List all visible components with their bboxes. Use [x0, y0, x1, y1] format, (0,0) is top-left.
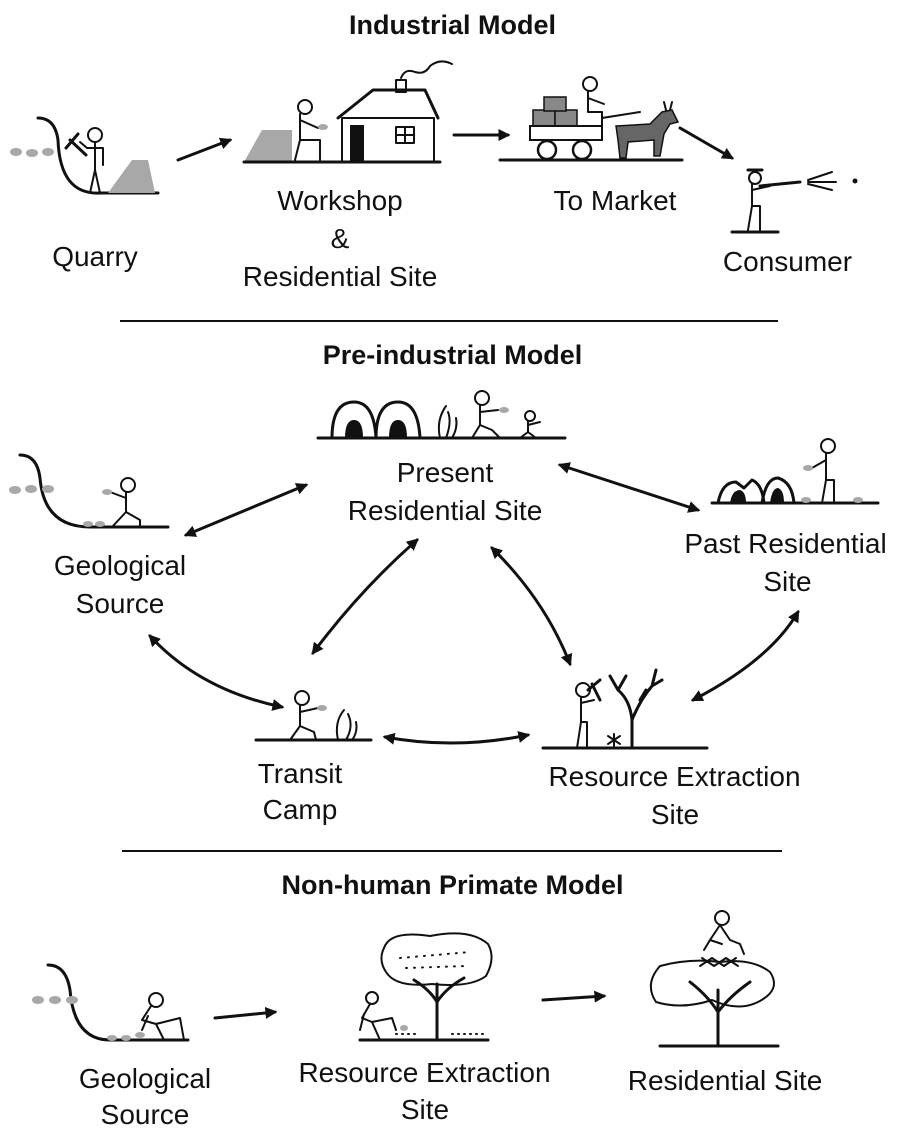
- primate-figure-icon: [141, 992, 185, 1041]
- arrow-transit-resource: [382, 731, 531, 745]
- arrow-geo-present: [183, 483, 309, 537]
- primate-resource-label-line2: Site: [400, 1094, 450, 1125]
- geological-source-primate-icon: [32, 963, 190, 1042]
- arrow-geo-resource-primate: [213, 1006, 278, 1020]
- market-label: To Market: [553, 185, 677, 216]
- nest-tree-icon: [649, 910, 780, 1048]
- preindustrial-title: Pre-industrial Model: [322, 340, 583, 370]
- resource-site-label-line1: Resource Extraction: [548, 761, 801, 792]
- geological-source-icon: [9, 453, 170, 529]
- past-site-label-line1: Past Residential: [684, 528, 887, 559]
- primate-geo-label-line1: Geological: [78, 1063, 212, 1094]
- resource-site-label-line2: Site: [650, 799, 700, 830]
- workshop-house-icon: [242, 60, 453, 164]
- primate-resource-label-line1: Resource Extraction: [298, 1057, 551, 1088]
- quarry-icon: [10, 116, 160, 195]
- primate-residential-label: Residential Site: [627, 1065, 823, 1096]
- past-site-label-line2: Site: [763, 566, 812, 597]
- hunter-rifle-icon: [730, 168, 858, 234]
- tree-icon: [541, 668, 709, 750]
- arrow-present-past: [557, 462, 701, 513]
- primate-geo-label-line2: Source: [100, 1099, 190, 1130]
- arrow-resource-past: [690, 609, 800, 702]
- arrow-quarry-workshop: [176, 137, 233, 162]
- transit-camp-label-line1: Transit: [257, 758, 343, 789]
- transit-camp-label-line2: Camp: [262, 794, 338, 825]
- campfire-icon: [254, 690, 373, 742]
- primate-title: Non-human Primate Model: [281, 870, 624, 900]
- arrow-present-resource: [490, 546, 573, 667]
- arrow-present-transit: [311, 538, 419, 655]
- consumer-label: Consumer: [722, 246, 853, 277]
- quarry-label: Quarry: [52, 241, 138, 272]
- arrow-geo-transit: [148, 634, 285, 711]
- fruit-tree-icon: [358, 932, 493, 1042]
- donkey-cart-icon: [498, 76, 684, 162]
- dome-huts-icon: [316, 390, 567, 440]
- arrow-market-consumer: [678, 126, 735, 160]
- geo-source-label-line1: Geological: [53, 550, 187, 581]
- industrial-title: Industrial Model: [348, 10, 556, 40]
- present-site-label-line1: Present: [396, 457, 494, 488]
- arrow-resource-residential-primate: [541, 990, 607, 1003]
- geo-source-label-line2: Source: [75, 588, 165, 619]
- workshop-label-line2: &: [330, 223, 350, 254]
- present-site-label-line2: Residential Site: [347, 495, 543, 526]
- workshop-label-line1: Workshop: [277, 185, 403, 216]
- workshop-label-line3: Residential Site: [242, 261, 438, 292]
- ruined-huts-icon: [710, 438, 880, 505]
